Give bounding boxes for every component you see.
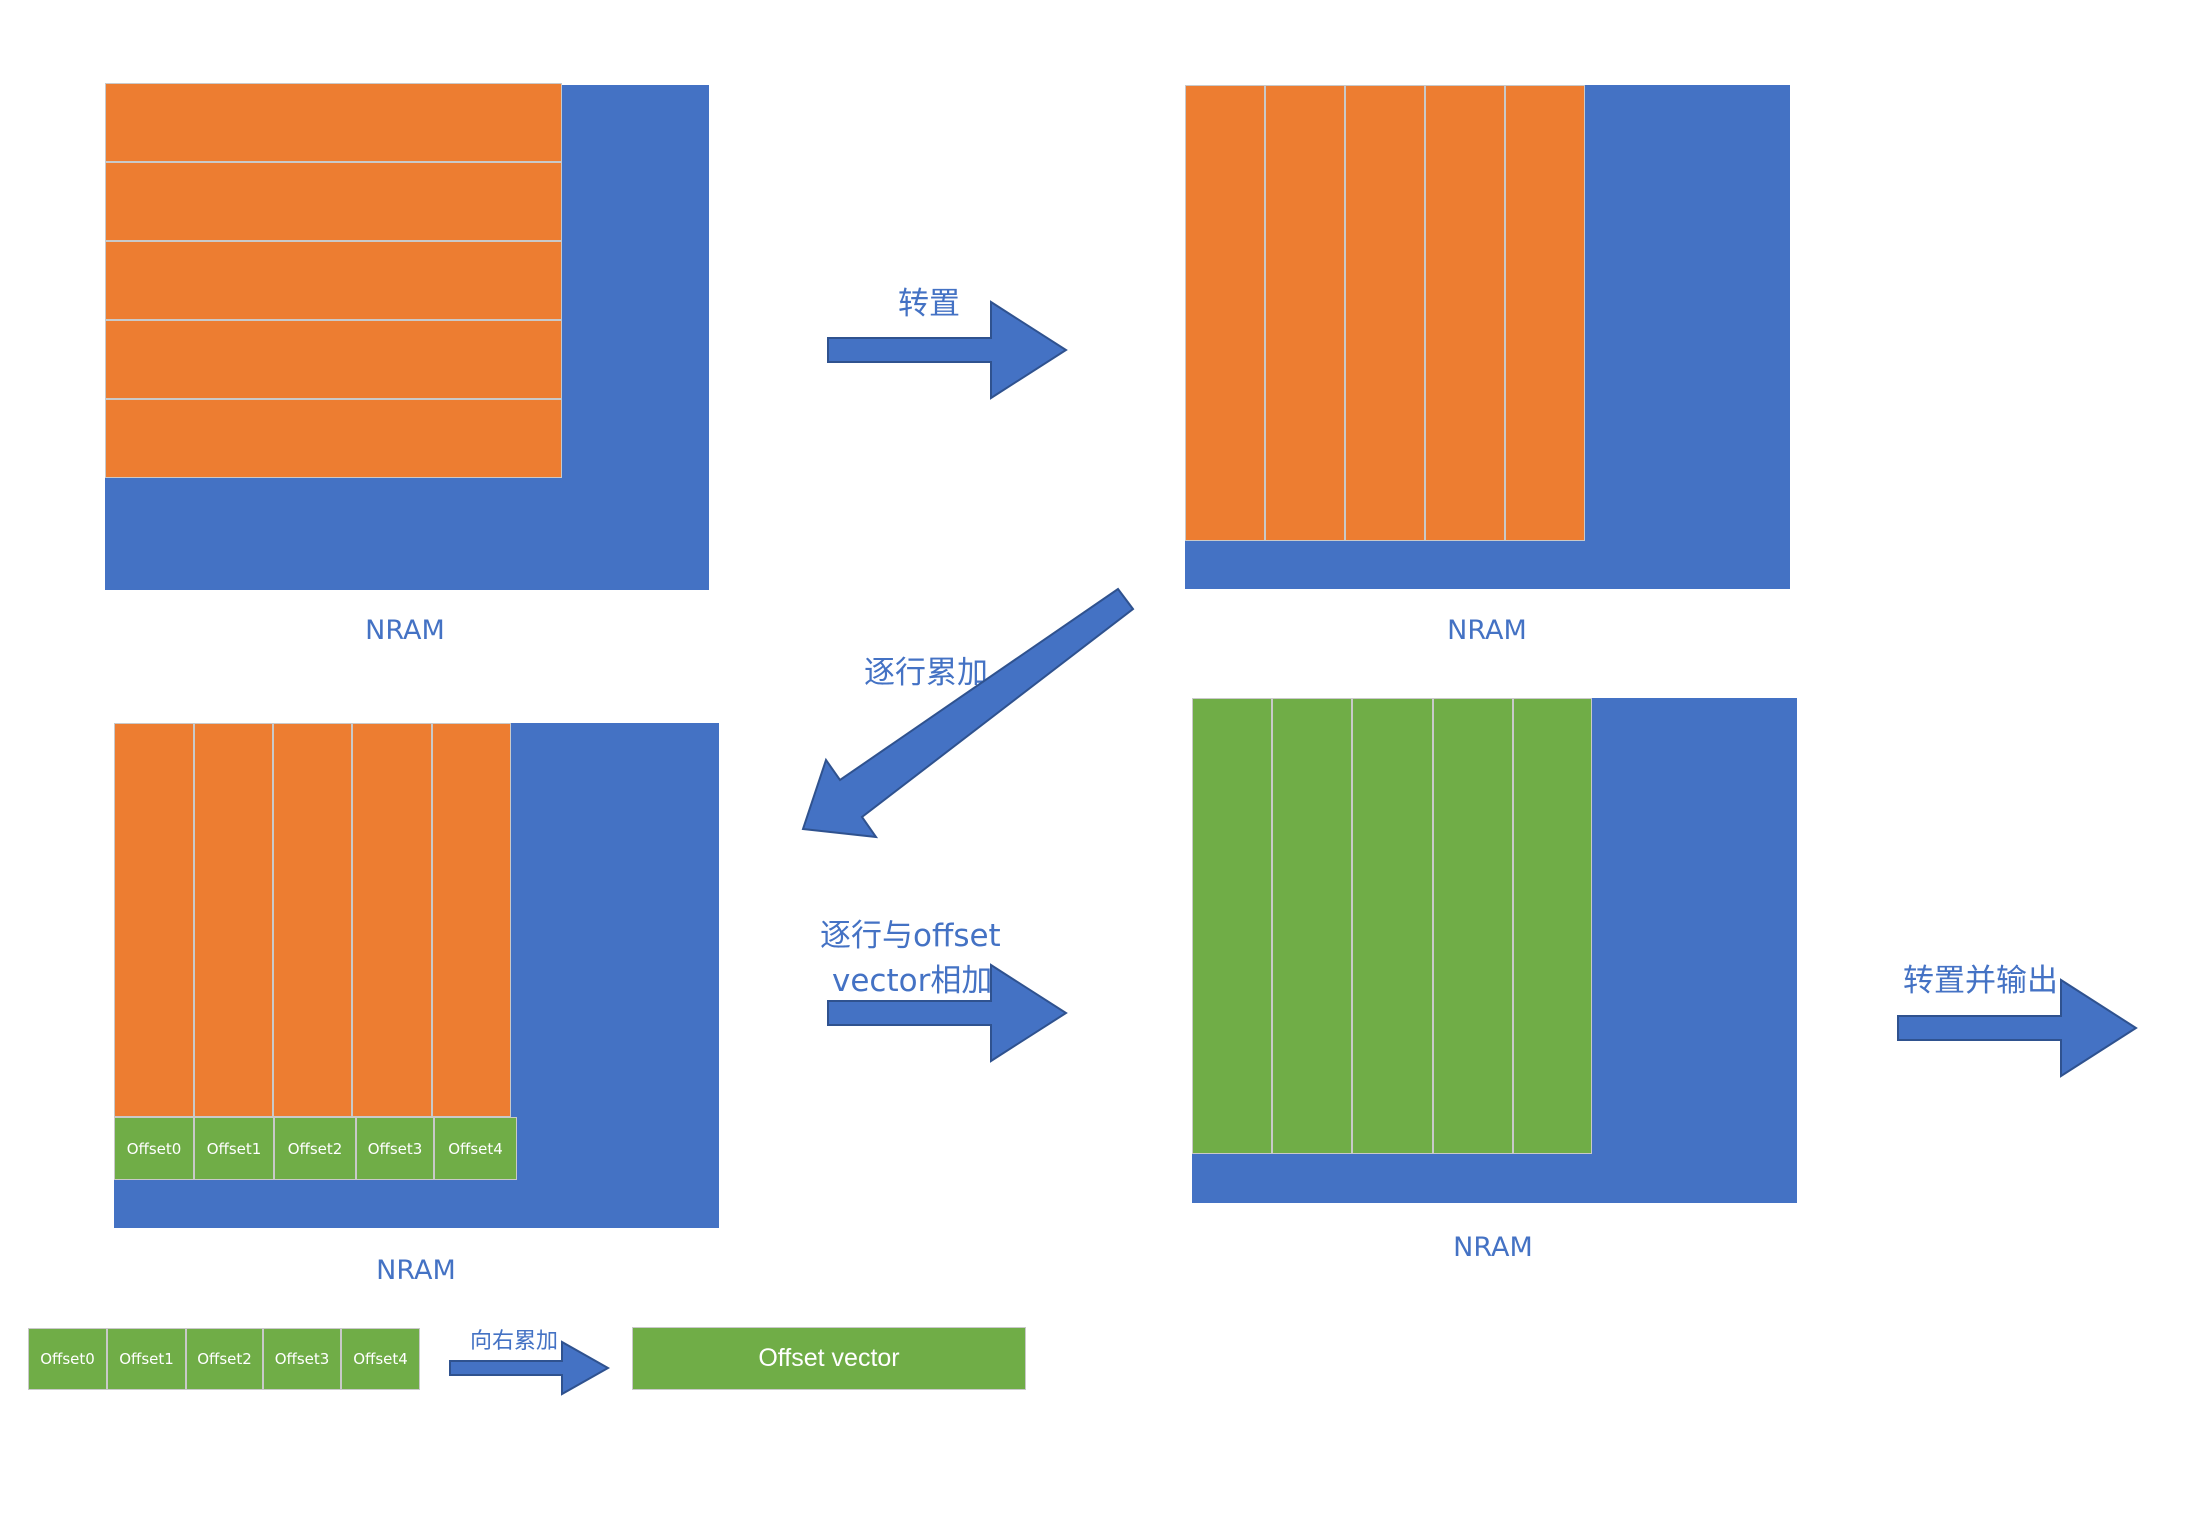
data-column-3 — [273, 723, 352, 1117]
data-row-1 — [105, 83, 562, 162]
data-column-1 — [1185, 85, 1265, 541]
data-row-2 — [105, 162, 562, 241]
offset-cell: Offset2 — [274, 1117, 356, 1180]
offset-cell: Offset0 — [114, 1117, 194, 1180]
step-label-add-offset-line2: vector相加 — [832, 963, 993, 999]
step-label-add-offset-line1: 逐行与offset — [820, 918, 1001, 954]
offset-vector-bar: Offset vector — [632, 1327, 1026, 1390]
nram-label-bottom-right: NRAM — [1453, 1232, 1533, 1263]
offset-cell: Offset3 — [356, 1117, 434, 1180]
right-arrow-icon — [1897, 978, 2138, 1078]
step-label-transpose: 转置 — [898, 286, 960, 322]
legend-offset-cell: Offset0 — [28, 1328, 107, 1390]
nram-label-bottom-left: NRAM — [376, 1255, 456, 1286]
data-column-4 — [1425, 85, 1505, 541]
data-row-3 — [105, 241, 562, 320]
legend-offset-cell: Offset4 — [341, 1328, 420, 1390]
right-arrow-icon — [827, 963, 1068, 1063]
step-label-transpose-output: 转置并输出 — [1903, 963, 2058, 999]
step-label-row-accumulate: 逐行累加 — [864, 655, 988, 691]
result-column-1 — [1192, 698, 1272, 1154]
data-row-4 — [105, 320, 562, 399]
data-row-5 — [105, 399, 562, 478]
data-column-5 — [1505, 85, 1585, 541]
legend-offset-cell: Offset2 — [186, 1328, 263, 1390]
data-column-1 — [114, 723, 194, 1117]
data-column-5 — [432, 723, 511, 1117]
legend-offset-cell: Offset3 — [263, 1328, 341, 1390]
data-column-3 — [1345, 85, 1425, 541]
result-column-3 — [1352, 698, 1433, 1154]
data-column-4 — [352, 723, 432, 1117]
offset-cell: Offset4 — [434, 1117, 517, 1180]
legend-label-accumulate-right: 向右累加 — [470, 1329, 559, 1354]
nram-label-top-right: NRAM — [1447, 615, 1527, 646]
result-column-2 — [1272, 698, 1352, 1154]
data-column-2 — [194, 723, 273, 1117]
result-column-4 — [1433, 698, 1513, 1154]
right-arrow-icon — [827, 300, 1068, 400]
data-column-2 — [1265, 85, 1345, 541]
offset-cell: Offset1 — [194, 1117, 274, 1180]
legend-offset-cell: Offset1 — [107, 1328, 186, 1390]
result-column-5 — [1513, 698, 1592, 1154]
right-arrow-icon — [449, 1340, 611, 1396]
nram-label-top-left: NRAM — [365, 615, 445, 646]
